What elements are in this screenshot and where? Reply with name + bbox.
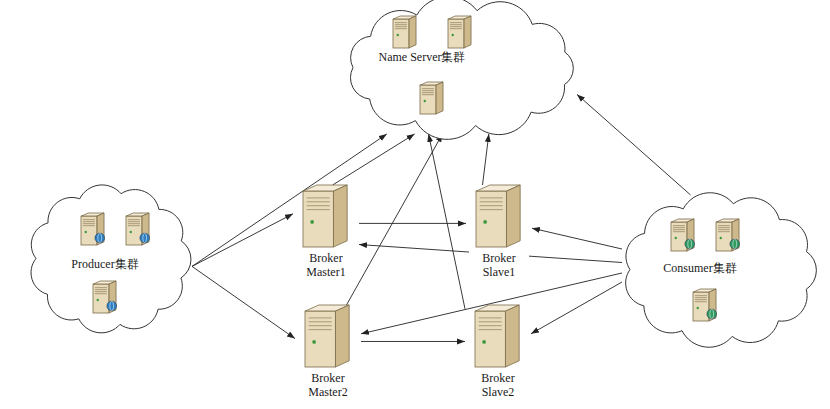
- node-label: Consumer集群: [661, 261, 738, 275]
- connector-arrow: [483, 134, 489, 185]
- node-label: Name Server集群: [377, 50, 468, 64]
- consumer-cloud: Consumer集群: [622, 195, 818, 345]
- node-label: Broker Slave2: [468, 371, 528, 399]
- server-icon: [671, 219, 695, 251]
- connector-arrow: [192, 214, 293, 267]
- connector-arrow: [333, 134, 415, 185]
- cloud-outline: [345, 2, 577, 134]
- broker-slave: Broker Slave1: [466, 185, 532, 281]
- broker-master: Broker Master2: [295, 305, 361, 401]
- server-illustration: [293, 185, 359, 247]
- server-icon: [126, 213, 150, 245]
- connector-arrow: [531, 282, 622, 334]
- server-icon: [716, 219, 740, 251]
- server-icon: [303, 185, 347, 247]
- server-illustration: [465, 305, 531, 367]
- server-icon: [475, 305, 519, 367]
- server-icon: [420, 82, 443, 114]
- name-server-cloud: Name Server集群: [345, 2, 577, 134]
- broker-master: Broker Master1: [293, 185, 359, 281]
- server-icon: [393, 16, 416, 48]
- connector-arrow: [192, 134, 387, 266]
- connector-arrow: [429, 134, 465, 309]
- server-icon: [93, 281, 117, 313]
- node-label: Broker Master2: [298, 371, 358, 399]
- connector-arrow: [346, 134, 442, 305]
- connector-arrow: [361, 341, 465, 342]
- server-illustration: [295, 305, 361, 367]
- server-icon: [305, 305, 349, 367]
- server-illustration: [466, 185, 532, 247]
- node-label: Producer集群: [69, 257, 140, 271]
- node-label: Broker Slave1: [469, 251, 529, 279]
- broker-slave: Broker Slave2: [465, 305, 531, 401]
- connector-arrow: [577, 94, 691, 195]
- connector-arrow: [359, 223, 466, 224]
- connector-arrow: [192, 266, 295, 338]
- node-label: Broker Master1: [296, 251, 356, 279]
- producer-cloud: Producer集群: [28, 185, 192, 333]
- connector-arrow: [532, 228, 622, 249]
- server-icon: [81, 213, 105, 245]
- server-icon: [476, 185, 520, 247]
- server-icon: [693, 289, 717, 321]
- server-icon: [448, 16, 471, 48]
